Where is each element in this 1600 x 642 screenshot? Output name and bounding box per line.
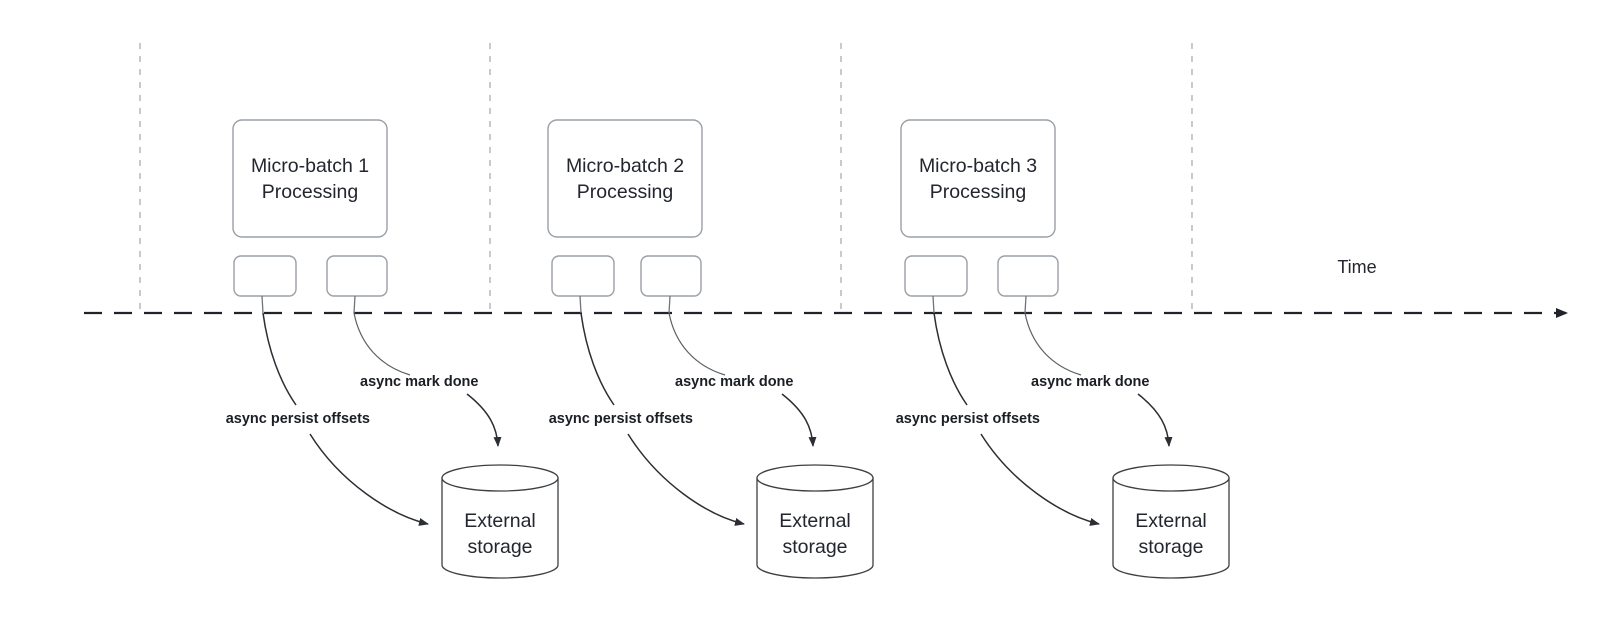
micro-batch-2-label-line2: Processing <box>577 181 673 203</box>
persist-offsets-label-3: async persist offsets <box>896 411 1040 427</box>
external-storage-3-label-line1: External <box>1135 510 1207 532</box>
micro-batch-3-label-line1: Micro-batch 3 <box>919 155 1037 177</box>
mark-done-curve-3-upper <box>1024 312 1082 376</box>
external-storage-1-top <box>441 464 559 492</box>
task-box-3a[interactable] <box>904 255 968 297</box>
external-storage-1-body <box>441 477 559 579</box>
task-1b-stem <box>353 295 356 314</box>
persist-offsets-label-1: async persist offsets <box>226 411 370 427</box>
time-axis-label: Time <box>1337 257 1376 277</box>
group-2: Micro-batch 2 Processing async persist o… <box>547 119 874 579</box>
task-1a-stem <box>261 295 264 314</box>
micro-batch-3-box[interactable] <box>900 119 1056 238</box>
mark-done-curve-1-upper <box>353 312 411 376</box>
external-storage-2-label-line2: storage <box>782 536 847 558</box>
external-storage-2[interactable]: External storage <box>756 464 874 579</box>
micro-batch-1-label-line2: Processing <box>262 181 358 203</box>
external-storage-2-top <box>756 464 874 492</box>
mark-done-curve-3-lower <box>1137 393 1173 447</box>
persist-offsets-curve-2-upper <box>580 312 615 406</box>
external-storage-1[interactable]: External storage <box>441 464 559 579</box>
mark-done-curve-2-lower <box>781 393 817 447</box>
mark-done-label-3: async mark done <box>1031 374 1149 390</box>
micro-batch-2-label-line1: Micro-batch 2 <box>566 155 684 177</box>
external-storage-1-label-line2: storage <box>467 536 532 558</box>
mark-done-curve-1-lower <box>466 393 502 447</box>
task-box-1b[interactable] <box>326 255 388 297</box>
task-box-2b[interactable] <box>640 255 702 297</box>
task-box-2a[interactable] <box>551 255 615 297</box>
micro-batch-3-label-line2: Processing <box>930 181 1026 203</box>
task-3a-stem <box>932 295 935 314</box>
time-axis: Time <box>84 257 1568 318</box>
group-3: Micro-batch 3 Processing async persist o… <box>896 119 1230 579</box>
persist-offsets-curve-1-lower <box>309 433 429 526</box>
external-storage-3-label-line2: storage <box>1138 536 1203 558</box>
task-box-3b[interactable] <box>997 255 1059 297</box>
group-1: Micro-batch 1 Processing async persist o… <box>226 119 559 579</box>
external-storage-3[interactable]: External storage <box>1112 464 1230 579</box>
task-box-1a[interactable] <box>233 255 297 297</box>
micro-batch-1-box[interactable] <box>232 119 388 238</box>
task-2b-stem <box>668 295 671 314</box>
micro-batch-2-box[interactable] <box>547 119 703 238</box>
external-storage-2-body <box>756 477 874 579</box>
micro-batch-1-label-line1: Micro-batch 1 <box>251 155 369 177</box>
mark-done-curve-2-upper <box>668 312 726 376</box>
persist-offsets-curve-2-lower <box>627 433 745 526</box>
task-2a-stem <box>579 295 582 314</box>
mark-done-label-2: async mark done <box>675 374 793 390</box>
mark-done-label-1: async mark done <box>360 374 478 390</box>
persist-offsets-label-2: async persist offsets <box>549 411 693 427</box>
external-storage-3-body <box>1112 477 1230 579</box>
task-3b-stem <box>1024 295 1027 314</box>
external-storage-3-top <box>1112 464 1230 492</box>
external-storage-2-label-line1: External <box>779 510 851 532</box>
persist-offsets-curve-3-upper <box>933 312 968 406</box>
persist-offsets-curve-3-lower <box>980 433 1100 526</box>
persist-offsets-curve-1-upper <box>262 312 297 406</box>
external-storage-1-label-line1: External <box>464 510 536 532</box>
